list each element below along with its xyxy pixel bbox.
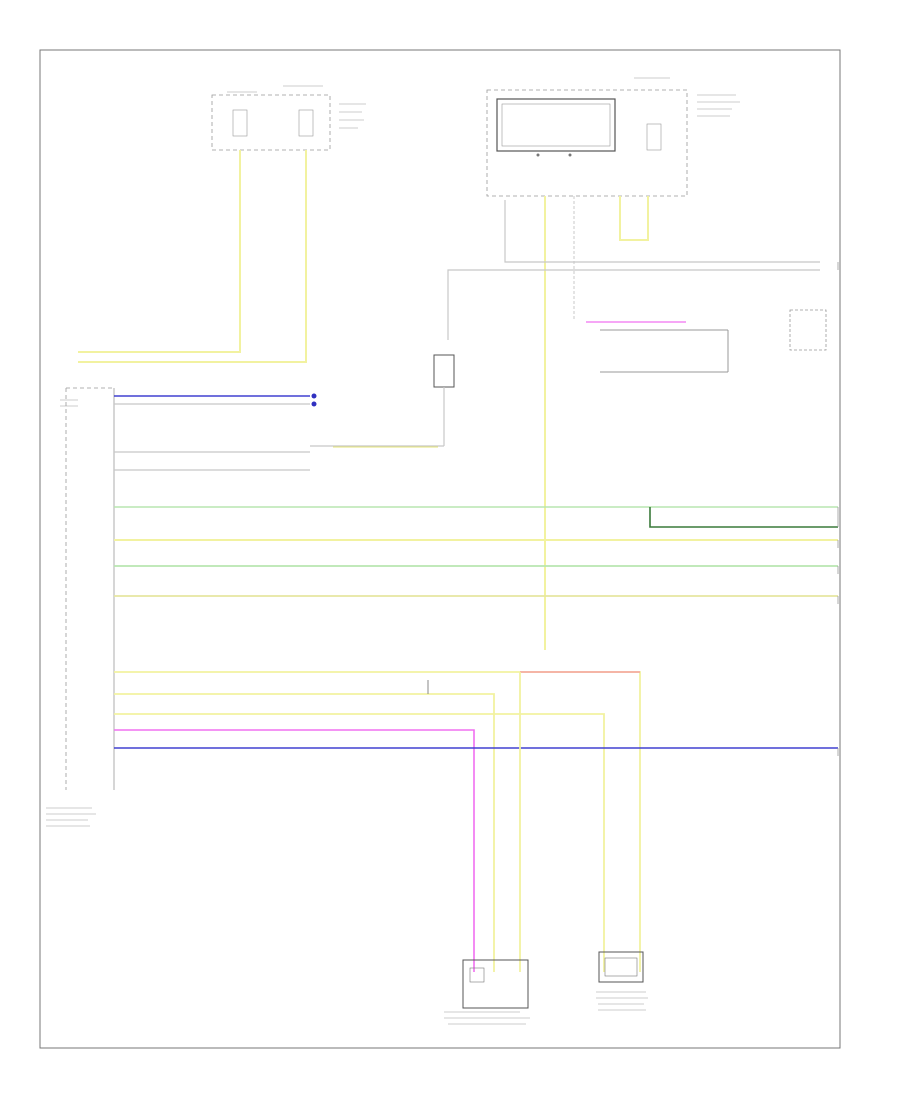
control-module: [46, 387, 115, 827]
wire-darkgreen-branch: [649, 507, 838, 528]
wire-yellow-672: [114, 671, 641, 972]
wire-yellow-left-fuse: [78, 150, 307, 363]
wire-yellow-714: [114, 713, 605, 972]
connector-center: [310, 354, 455, 448]
wire-magenta-730: [114, 729, 475, 972]
fuse-box-left: [211, 85, 366, 151]
sensor-a: [444, 959, 530, 1025]
switch-assembly-right: [586, 309, 827, 373]
terminal-blue: [311, 393, 317, 399]
sensor-b: [596, 951, 648, 1011]
wire-yellow-loop: [619, 196, 649, 241]
fuse-box-right: [486, 77, 740, 197]
page-border: [39, 49, 841, 1049]
terminal-gray: [311, 401, 317, 407]
wire-yellow-694: [114, 693, 495, 972]
wire-gray-bus: [447, 200, 820, 340]
